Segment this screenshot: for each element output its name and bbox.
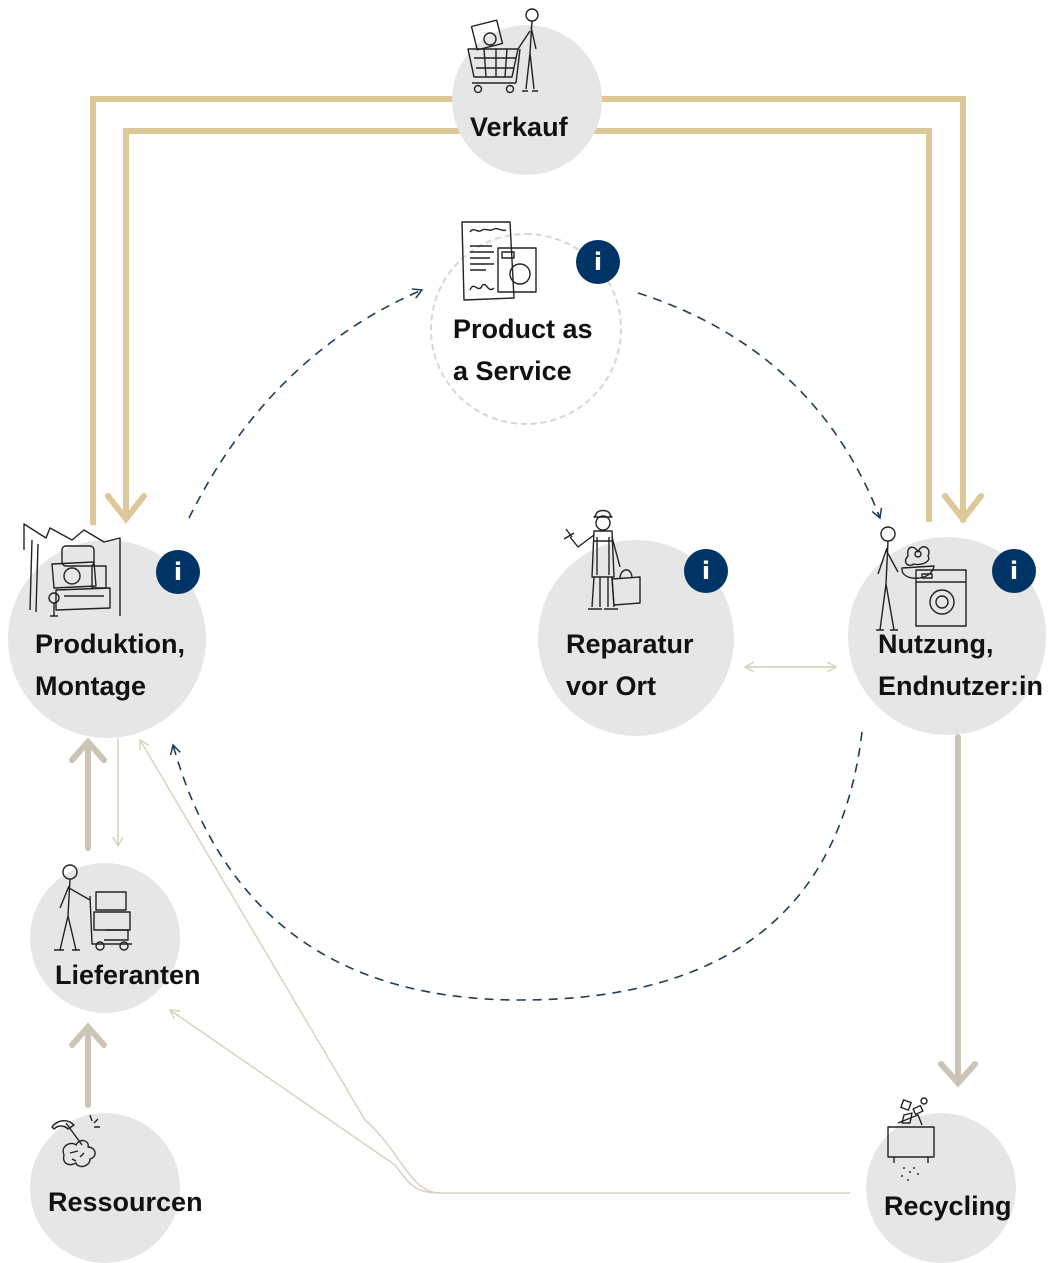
arrow-lieferanten-to-produktion [69,737,107,851]
node-recycling[interactable] [866,1113,1016,1263]
dashed-arrow-paas-to-nutzung [637,292,883,520]
label-reparatur-line2: vor Ort [566,671,657,701]
thin-arrow-recycling-to-produktion [139,738,850,1194]
repair-worker-icon [564,507,646,617]
recycling-bin-icon [880,1093,950,1185]
pickaxe-ore-icon [50,1113,110,1175]
gold-arrowhead-left [105,493,147,524]
arrow-ressourcen-to-lieferanten [69,1022,107,1108]
shopping-cart-icon [466,5,546,97]
info-button-produktion[interactable]: i [156,550,200,594]
node-ressourcen[interactable] [30,1113,180,1263]
label-produktion-line1: Produktion, [35,629,185,659]
label-nutzung-endnutzer: Nutzung, Endnutzer:in [878,623,1043,707]
label-recycling: Recycling [884,1191,1012,1221]
gold-arrowhead-right [942,493,984,524]
thin-arrow-recycling-to-lieferanten [168,1009,441,1194]
info-button-nutzung[interactable]: i [992,549,1036,593]
label-nutzung-line1: Nutzung, [878,629,994,659]
washing-machine-user-icon [872,522,972,632]
contract-icon [456,218,540,304]
label-ressourcen: Ressourcen [48,1187,203,1217]
delivery-cart-icon [50,860,140,952]
thin-return-lines [112,661,850,1194]
label-reparatur-line1: Reparatur [566,629,694,659]
label-product-as-a-service-line1: Product as [453,314,593,344]
label-lieferanten: Lieferanten [55,960,201,990]
taupe-supply-flow [69,734,978,1108]
label-produktion-montage: Produktion, Montage [35,623,185,707]
label-product-as-a-service-line2: a Service [453,356,572,386]
factory-icon [20,520,124,620]
arrow-nutzung-to-recycling [938,734,978,1088]
node-lieferanten[interactable] [30,863,180,1013]
info-button-reparatur[interactable]: i [684,549,728,593]
label-produktion-line2: Montage [35,671,146,701]
label-nutzung-line2: Endnutzer:in [878,671,1043,701]
label-product-as-a-service: Product as a Service [453,308,593,392]
dashed-arrow-nutzung-to-produktion [169,731,863,1001]
dashed-service-cycle [169,288,883,1001]
label-verkauf: Verkauf [470,112,568,142]
label-reparatur-vor-ort: Reparatur vor Ort [566,623,694,707]
info-button-product-as-a-service[interactable]: i [576,240,620,284]
dashed-arrow-produktion-to-paas [188,288,424,519]
